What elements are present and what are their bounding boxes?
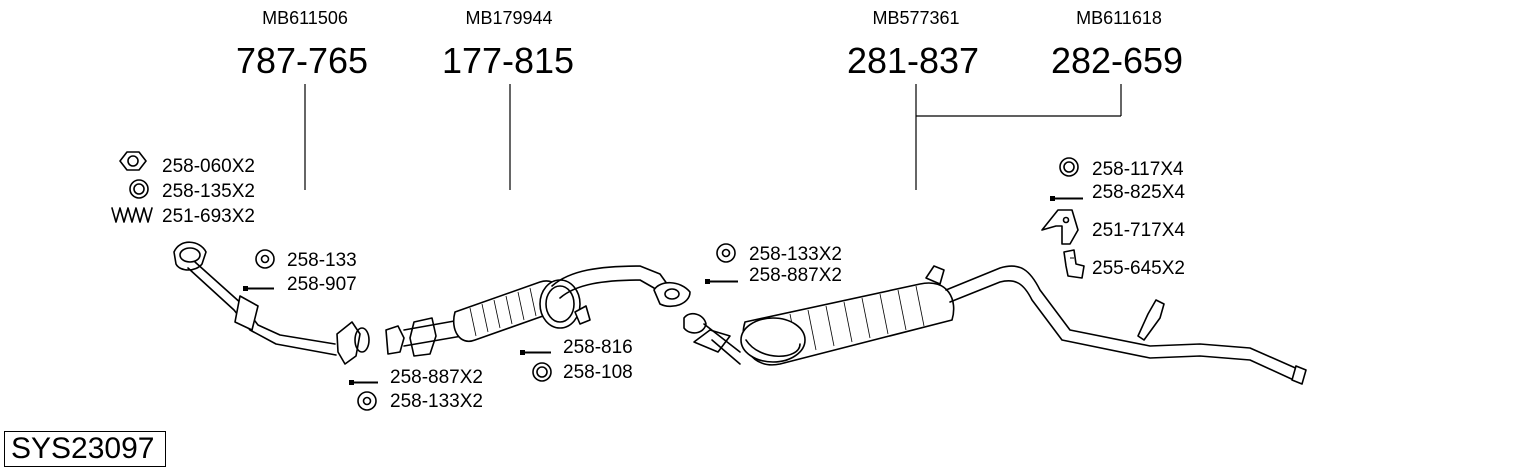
fitting-label-bolt-mid-a: 258-887X2 bbox=[390, 367, 483, 388]
fitting-label-nut: 258-060X2 bbox=[162, 156, 255, 177]
part-number-tail-pipe: 282-659 bbox=[1051, 40, 1183, 81]
part-number-rear-silencer: 281-837 bbox=[847, 40, 979, 81]
front-pipe bbox=[173, 241, 370, 365]
fitting-label-ring-front: 258-135X2 bbox=[162, 181, 255, 202]
fitting-label-bolt-rear: 258-887X2 bbox=[749, 265, 842, 286]
fitting-label-gasket-mid-a: 258-133X2 bbox=[390, 391, 483, 412]
gasket-icon bbox=[255, 249, 275, 269]
gasket-icon bbox=[716, 243, 736, 263]
ring-icon bbox=[532, 362, 552, 382]
fitting-label-ring-mid-b: 258-108 bbox=[563, 362, 633, 383]
bolt-icon bbox=[520, 350, 551, 355]
fitting-label-bolt-front: 258-907 bbox=[287, 274, 357, 295]
oem-number-4: MB611618 bbox=[1076, 8, 1162, 28]
bolt-icon bbox=[243, 286, 274, 291]
bolt-icon bbox=[349, 380, 378, 385]
hex-nut-icon bbox=[119, 151, 147, 171]
fitting-label-bolt-rear-b: 258-825X4 bbox=[1092, 182, 1185, 203]
gasket-icon bbox=[357, 391, 377, 411]
hanger-bracket-icon bbox=[1041, 209, 1079, 245]
rear-silencer bbox=[683, 265, 1307, 385]
part-number-front-pipe: 787-765 bbox=[236, 40, 368, 81]
fitting-label-gasket-rear: 258-133X2 bbox=[749, 244, 842, 265]
ring-icon bbox=[1059, 157, 1079, 177]
oem-number-2: MB179944 bbox=[465, 8, 552, 28]
fitting-label-ring-rear: 258-117X4 bbox=[1092, 159, 1184, 180]
leader-lines bbox=[304, 84, 1122, 190]
oem-number-1: MB611506 bbox=[262, 8, 348, 28]
system-code-box: SYS23097 bbox=[4, 431, 166, 467]
fitting-label-spring: 251-693X2 bbox=[162, 206, 255, 227]
fitting-label-gasket-front: 258-133 bbox=[287, 250, 357, 271]
center-silencer bbox=[385, 265, 691, 357]
bolt-icon bbox=[705, 279, 738, 284]
fitting-label-bolt-mid-b: 258-816 bbox=[563, 337, 633, 358]
ring-icon bbox=[129, 179, 149, 199]
spring-icon bbox=[111, 207, 153, 223]
fitting-label-hanger-a: 251-717X4 bbox=[1092, 220, 1185, 241]
hanger-clip-icon bbox=[1063, 249, 1085, 279]
fitting-label-hanger-b: 255-645X2 bbox=[1092, 258, 1185, 279]
bolt-icon bbox=[1050, 196, 1083, 201]
oem-number-3: MB577361 bbox=[872, 8, 959, 28]
part-number-center-silencer: 177-815 bbox=[442, 40, 574, 81]
